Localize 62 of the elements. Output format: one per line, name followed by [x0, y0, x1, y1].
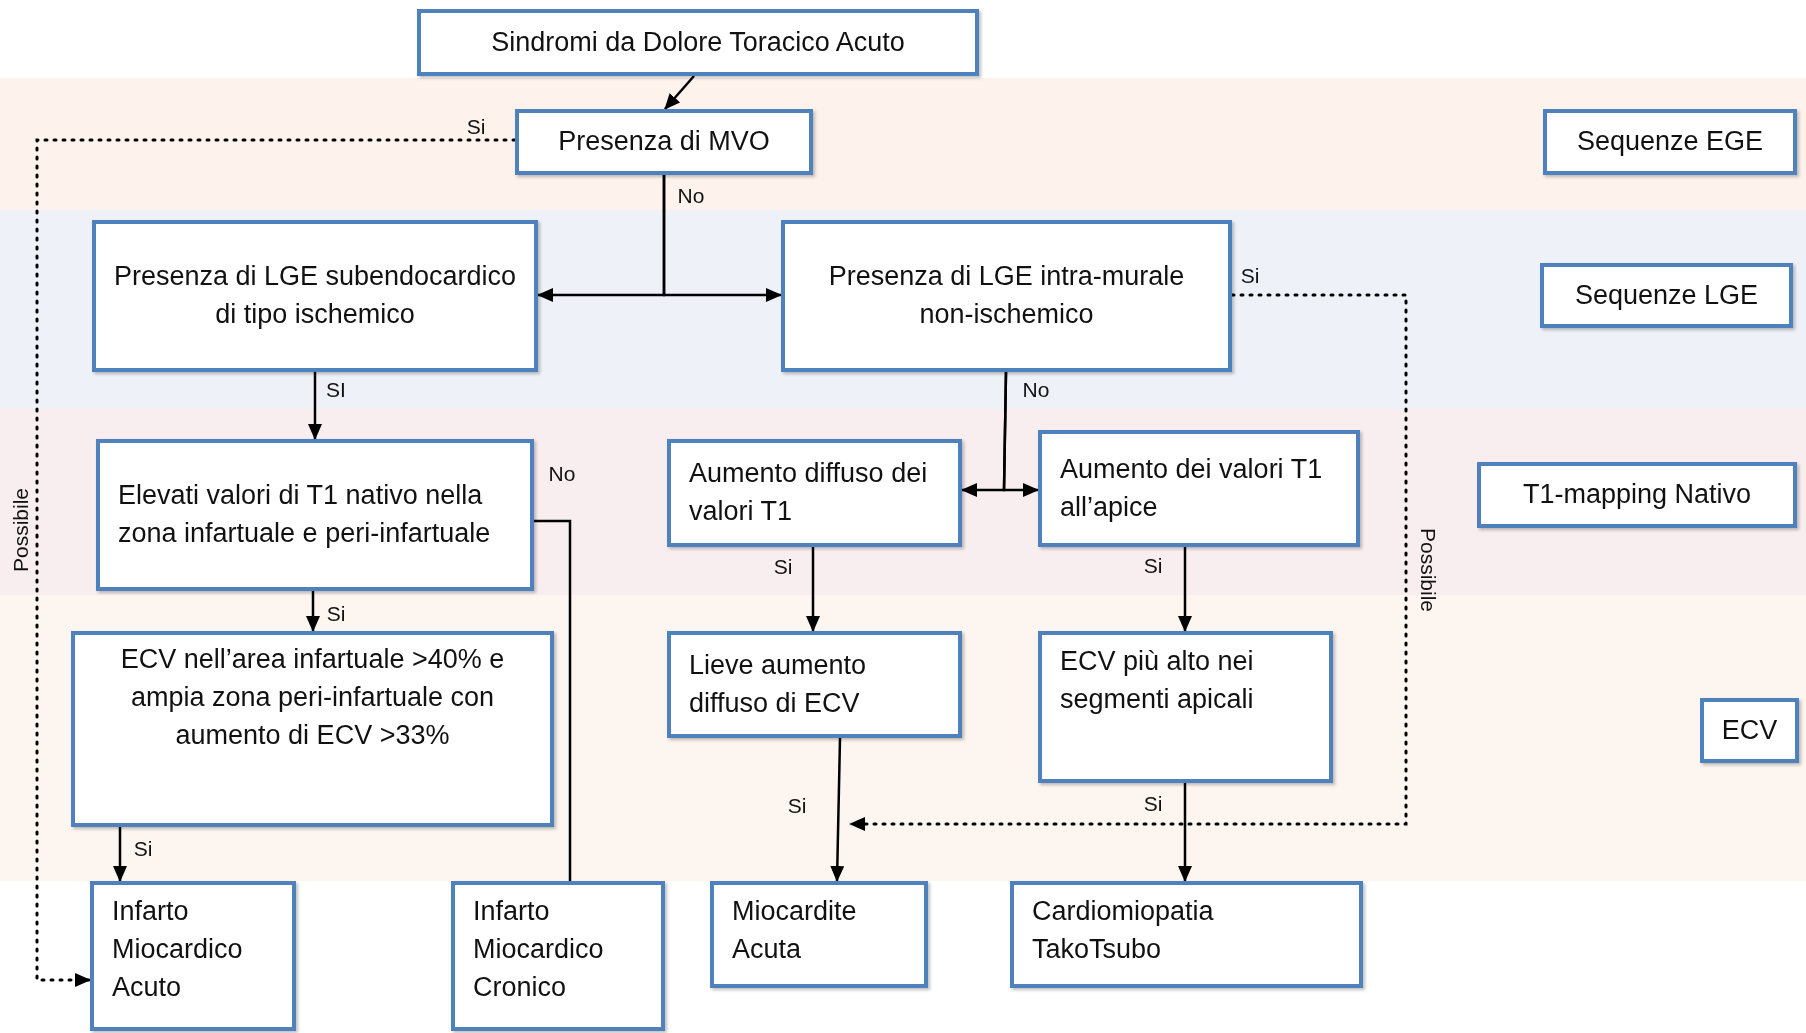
arrow — [830, 737, 845, 882]
box-text: ECV più alto nei segmenti apicali — [1060, 645, 1255, 716]
arrow — [664, 75, 695, 110]
process-box — [1543, 109, 1797, 175]
box-text: T1-mapping Nativo — [1521, 478, 1753, 512]
process-box — [90, 881, 296, 1031]
arrow — [662, 175, 782, 302]
arrow — [806, 547, 820, 632]
edge-label: Si — [133, 837, 153, 861]
edge-label: Si — [787, 794, 807, 818]
arrow — [1002, 371, 1039, 497]
box-text: Sequenze LGE — [1573, 278, 1760, 312]
arrow — [1178, 783, 1192, 882]
arrow — [1178, 547, 1192, 632]
box-text: Miocardite Acuta — [732, 895, 858, 966]
arrow — [306, 591, 320, 632]
edge-label: SI — [326, 378, 346, 402]
edge-label: No — [1022, 378, 1050, 402]
box-text: Presenza di LGE subendocardico di tipo ischemico — [112, 260, 518, 331]
process-box — [71, 631, 554, 827]
box-text: Sindromi da Dolore Toracico Acuto — [490, 25, 906, 59]
process-box — [1010, 881, 1363, 988]
box-text: Infarto Miocardico Acuto — [112, 895, 244, 1004]
box-text: Cardiomiopatia TakoTsubo — [1032, 895, 1215, 966]
box-text: ECV nell’area infartuale >40% e ampia zona peri-infartuale con aumento di ECV >33% — [119, 643, 506, 752]
edge-label: Si — [1240, 264, 1260, 288]
box-text: Infarto Miocardico Cronico — [473, 895, 605, 1004]
box-text: Aumento dei valori T1 all’apice — [1060, 452, 1324, 524]
edge-label: No — [548, 462, 576, 486]
process-box — [667, 439, 962, 547]
dotted-arrow — [35, 138, 517, 987]
box-text: Elevati valori di T1 nativo nella zona infartuale e peri-infartuale — [118, 479, 492, 550]
edge-label: Si — [326, 602, 346, 626]
process-box — [451, 881, 665, 1031]
box-text: Presenza di MVO — [557, 125, 771, 159]
box-text: Presenza di LGE intra-murale non-ischemico — [827, 260, 1186, 331]
edge-note: Possibile — [9, 488, 33, 572]
edge-label: Si — [773, 555, 793, 579]
edge-label: No — [677, 184, 705, 208]
dotted-arrow — [848, 293, 1408, 831]
box-text: ECV — [1720, 713, 1779, 747]
edge-label: Si — [1143, 554, 1163, 578]
edge-label: Si — [466, 115, 486, 139]
process-box — [92, 220, 538, 372]
process-box — [96, 439, 534, 591]
edge-label: Si — [1143, 792, 1163, 816]
process-box — [515, 109, 813, 175]
process-box — [1700, 698, 1799, 763]
process-box — [1477, 462, 1797, 528]
arrow — [308, 372, 322, 440]
process-box — [1038, 430, 1360, 547]
process-box — [667, 631, 962, 738]
arrow — [113, 827, 127, 882]
process-box — [710, 881, 928, 988]
process-box — [781, 220, 1232, 372]
process-box — [1540, 263, 1793, 328]
process-box — [417, 9, 979, 76]
box-text: Lieve aumento diffuso di ECV — [689, 648, 868, 720]
box-text: Sequenze EGE — [1575, 125, 1765, 159]
box-text: Aumento diffuso dei valori T1 — [689, 457, 929, 528]
edge-note: Possibile — [1416, 528, 1440, 612]
process-box — [1038, 631, 1333, 783]
